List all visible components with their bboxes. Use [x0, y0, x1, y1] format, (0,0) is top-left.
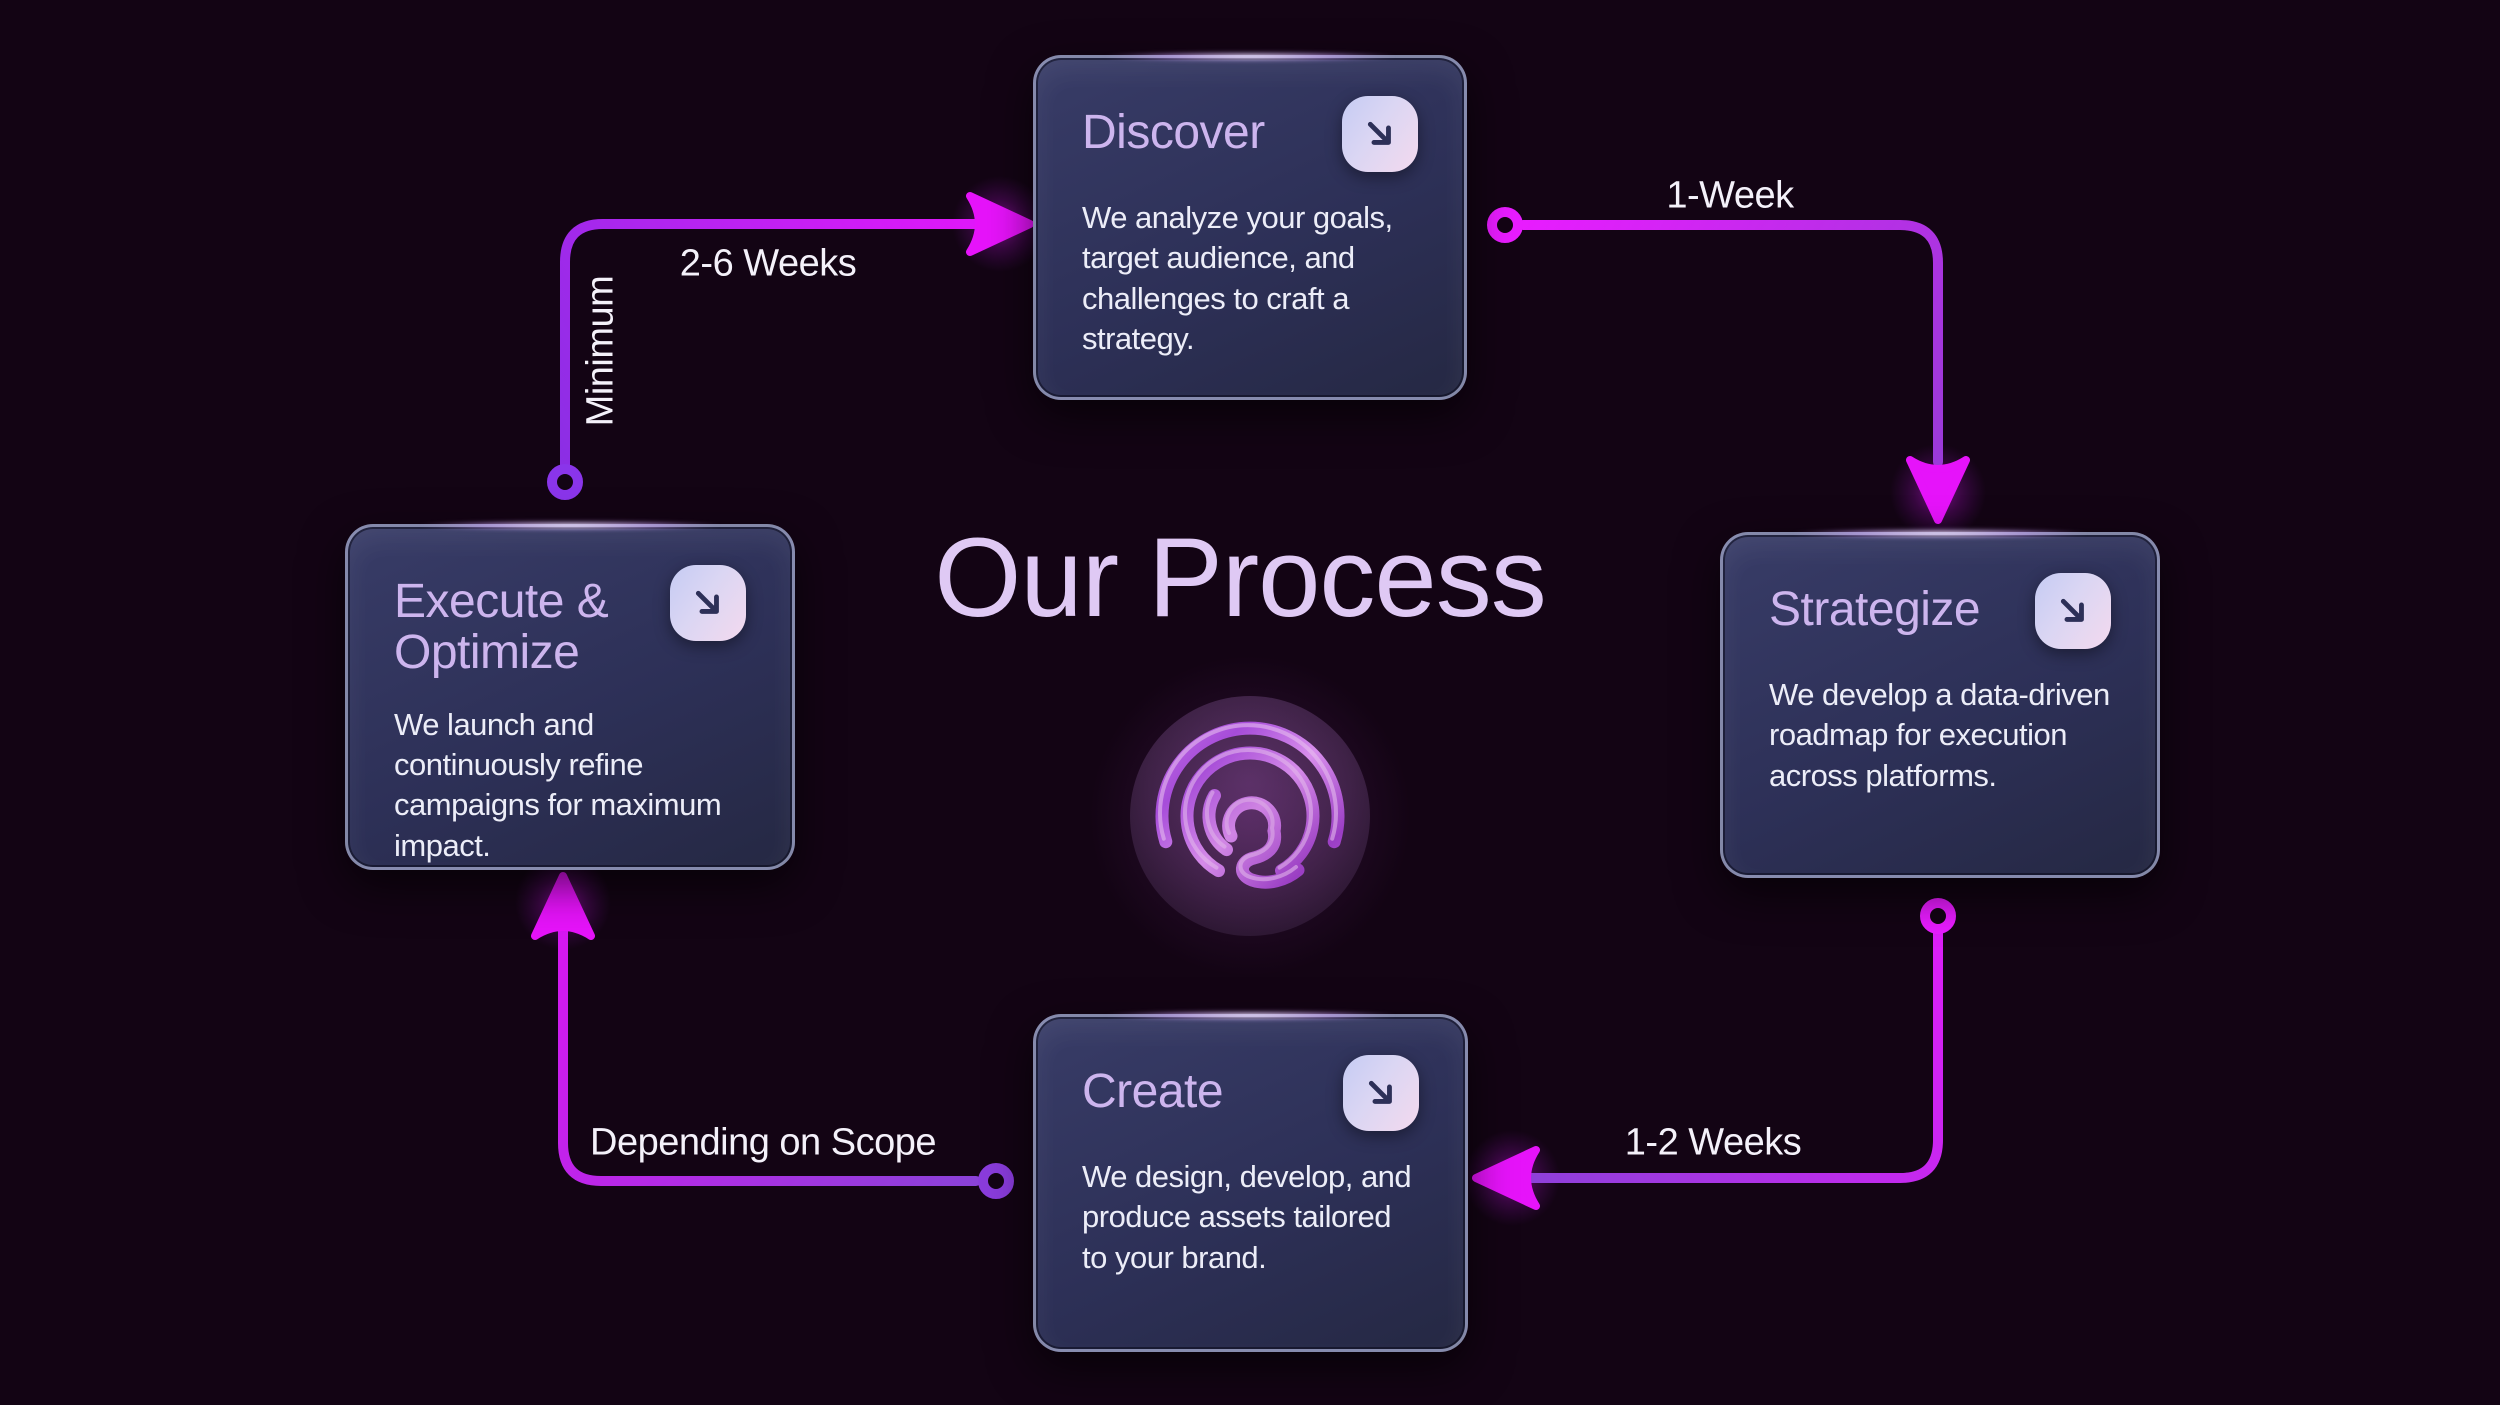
- connector-strategize-to-create: [1487, 927, 1943, 1183]
- connector-label-minimum: Minimum: [579, 275, 622, 427]
- card-create: Create We design, develop, and produce a…: [1033, 1014, 1468, 1352]
- arrowhead-up-icon: [531, 872, 595, 940]
- connector-start-ring: [547, 464, 583, 500]
- card-description: We design, develop, and produce assets t…: [1082, 1159, 1412, 1275]
- arrow-down-right-icon: [1342, 96, 1418, 172]
- arrowhead-right-icon: [966, 192, 1034, 256]
- arrow-down-right-icon: [1343, 1055, 1419, 1131]
- connector-label-duration: 2-6 Weeks: [679, 242, 857, 285]
- card-header: Create: [1082, 1055, 1419, 1131]
- spiral-logo: [1083, 649, 1417, 983]
- arrowhead-left-icon: [1472, 1146, 1540, 1210]
- page-title: Our Process: [934, 515, 1546, 640]
- spiral-logo-graphic: [1130, 696, 1370, 936]
- card-description: We develop a data-driven roadmap for exe…: [1769, 677, 2110, 793]
- card-header: Execute & Optimize: [394, 565, 746, 679]
- card-title: Strategize: [1769, 583, 1981, 636]
- connector-label-duration: 1-2 Weeks: [1624, 1121, 1802, 1164]
- arrowhead-down-icon: [1906, 456, 1970, 524]
- connector-start-ring: [1920, 898, 1956, 934]
- card-title: Discover: [1082, 106, 1265, 159]
- arrow-down-right-icon: [670, 565, 746, 641]
- card-header: Strategize: [1769, 573, 2111, 649]
- card-title: Create: [1082, 1065, 1224, 1118]
- card-description: We launch and continuously refine campai…: [394, 706, 722, 863]
- card-discover: Discover We analyze your goals, target a…: [1033, 55, 1467, 400]
- connector-start-ring: [1487, 207, 1523, 243]
- connector-start-ring: [978, 1163, 1014, 1199]
- card-execute-optimize: Execute & Optimize We launch and continu…: [345, 524, 795, 870]
- card-description: We analyze your goals, target audience, …: [1082, 200, 1393, 356]
- connector-execute-to-discover: [560, 219, 991, 471]
- connector-label-duration: 1-Week: [1666, 174, 1794, 217]
- card-header: Discover: [1082, 96, 1418, 172]
- connector-discover-to-strategize: [1518, 220, 1943, 467]
- card-strategize: Strategize We develop a data-driven road…: [1720, 532, 2160, 878]
- card-title: Execute & Optimize: [394, 575, 609, 679]
- arrow-down-right-icon: [2035, 573, 2111, 649]
- connector-create-to-execute: [558, 887, 981, 1186]
- connector-label-duration: Depending on Scope: [590, 1121, 936, 1164]
